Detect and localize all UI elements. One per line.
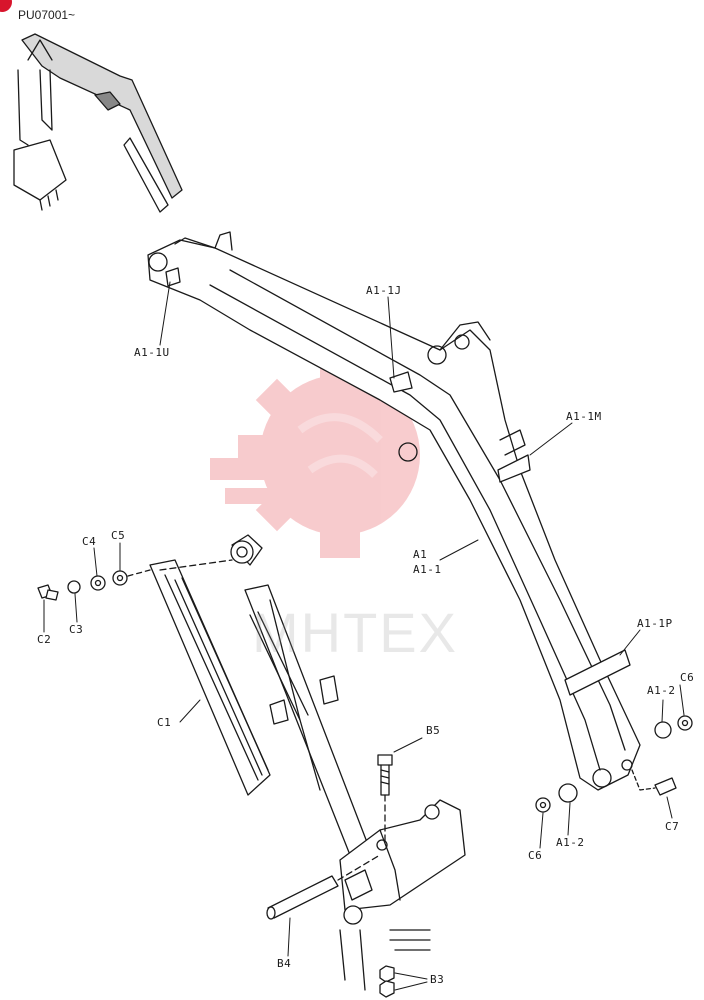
label-a1-1j: A1-1J [366,284,402,297]
label-c6-right: C6 [680,671,695,684]
label-a1-1p: A1-1P [637,617,673,630]
pin-b4 [266,875,339,920]
label-c4: C4 [82,535,97,548]
label-c1: C1 [157,716,172,729]
label-b4: B4 [277,957,292,970]
arm-grease-port [621,759,633,771]
label-c5: C5 [111,529,126,542]
arm-pin-boss-upper [427,345,447,365]
inset-excavator-thumbnail [13,33,183,213]
arm-pin-boss-upper-2 [454,334,470,350]
bushing-a1-2-right [654,721,672,739]
leader-guard-to-rod [159,559,233,571]
bushing-a1-2-bottom [558,783,578,803]
label-b5: B5 [426,724,441,737]
arm-cylinder [230,534,371,861]
washer-c5 [112,570,128,586]
label-a1-1u: A1-1U [134,346,170,359]
label-c6-bottom: C6 [528,849,543,862]
label-c3: C3 [69,623,84,636]
washer-c6-right [677,715,693,731]
label-a1: A1 [413,548,428,561]
washer-c4 [90,575,106,591]
arm-pin-boss-bottom [592,768,612,788]
washer-c3 [67,580,81,594]
guard-c1 [149,559,271,796]
label-c2: C2 [37,633,52,646]
label-c7: C7 [665,820,680,833]
label-a1-1: A1-1 [413,563,442,576]
nuts-b3 [379,965,395,998]
swing-bracket [339,799,466,991]
arm-pin-boss-top [148,252,168,272]
page-marker-badge [0,0,12,12]
watermark-gear-swirl [297,413,383,478]
grease-fitting-c7 [654,777,677,796]
bolt-c2 [37,584,59,601]
label-b3: B3 [430,973,445,986]
washer-c6-bottom [535,797,551,813]
arm-a1-body [147,231,641,791]
bolt-b5 [377,754,393,796]
label-a1-1m: A1-1M [566,410,602,423]
watermark-text: MHTEX [252,601,458,664]
model-code: PU07001~ [18,8,76,22]
label-a1-2-bottom: A1-2 [556,836,585,849]
arm-pin-boss-mid [398,442,418,462]
label-a1-2-right: A1-2 [647,684,676,697]
